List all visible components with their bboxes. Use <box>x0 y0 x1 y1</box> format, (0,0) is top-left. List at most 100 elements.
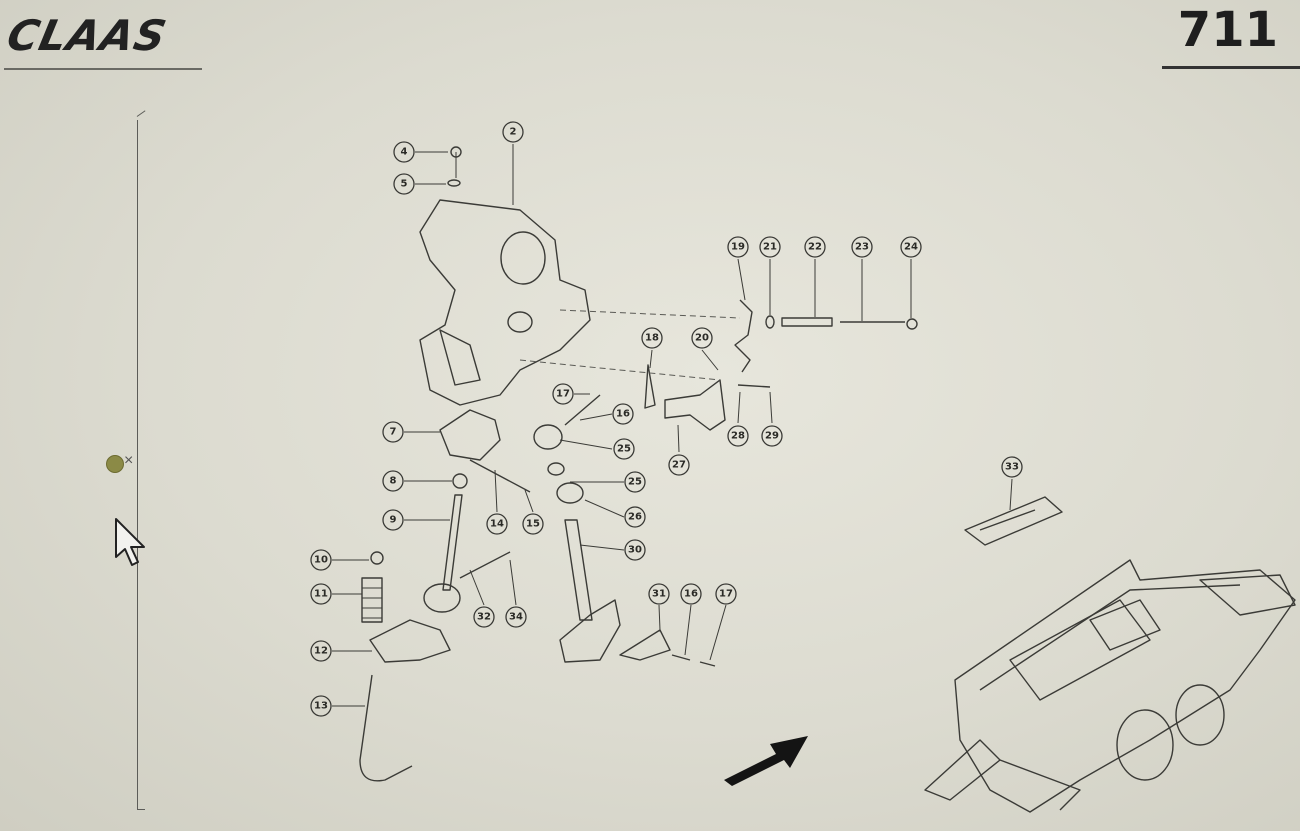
svg-text:4: 4 <box>401 147 408 158</box>
hook-rod-part <box>359 674 413 782</box>
callout-2: 2 <box>502 121 524 143</box>
left-margin-rule-end <box>137 809 145 810</box>
callout-19: 19 <box>727 236 749 258</box>
svg-text:16: 16 <box>684 589 698 600</box>
page-number-divider <box>1162 66 1300 69</box>
svg-text:23: 23 <box>855 242 869 253</box>
svg-text:28: 28 <box>731 431 745 442</box>
callout-9: 9 <box>382 509 404 531</box>
svg-text:14: 14 <box>490 519 504 530</box>
svg-text:18: 18 <box>645 333 659 344</box>
svg-text:9: 9 <box>390 515 397 526</box>
svg-text:33: 33 <box>1005 462 1019 473</box>
logo-divider <box>4 68 202 70</box>
long-lever-part <box>559 519 621 663</box>
lever-part <box>423 494 463 613</box>
svg-text:10: 10 <box>314 555 328 566</box>
pin-part <box>469 459 531 493</box>
callout-14: 14 <box>486 513 508 535</box>
svg-text:21: 21 <box>763 242 777 253</box>
baler-overview-sketch <box>924 559 1296 813</box>
alignment-line <box>559 309 741 319</box>
callout-34: 34 <box>505 606 527 628</box>
svg-text:25: 25 <box>628 477 642 488</box>
mouse-pointer-icon <box>115 518 145 566</box>
callout-12: 12 <box>310 640 332 662</box>
pin-part-17 <box>699 661 716 667</box>
pin-part-16 <box>671 654 691 661</box>
alignment-line <box>519 359 721 381</box>
clip-part <box>644 364 656 409</box>
spring-part <box>361 551 384 623</box>
bracket-part <box>369 619 451 663</box>
callout-25: 25 <box>624 471 646 493</box>
svg-text:19: 19 <box>731 242 745 253</box>
svg-text:5: 5 <box>401 179 408 190</box>
callout-10: 10 <box>310 549 332 571</box>
circle-marker-icon[interactable] <box>106 455 124 473</box>
housing-part <box>419 199 591 406</box>
svg-text:7: 7 <box>390 427 397 438</box>
callout-30: 30 <box>624 539 646 561</box>
svg-text:15: 15 <box>526 519 540 530</box>
hook-part <box>734 299 753 373</box>
callout-5: 5 <box>393 173 415 195</box>
direction-arrow-icon <box>724 736 808 786</box>
svg-text:25: 25 <box>617 444 631 455</box>
svg-text:22: 22 <box>808 242 822 253</box>
svg-text:29: 29 <box>765 431 779 442</box>
bolt-part <box>447 146 462 187</box>
callout-7: 7 <box>382 421 404 443</box>
callout-20: 20 <box>691 327 713 349</box>
callout-4: 4 <box>393 141 415 163</box>
nut-part <box>452 473 468 489</box>
callout-31: 31 <box>648 583 670 605</box>
callout-29: 29 <box>761 425 783 447</box>
svg-text:16: 16 <box>616 409 630 420</box>
page-number: 711 <box>1177 2 1278 58</box>
callout-32: 32 <box>473 606 495 628</box>
small-bolt-part <box>737 384 771 388</box>
callout-16: 16 <box>612 403 634 425</box>
svg-text:30: 30 <box>628 545 642 556</box>
plate-part <box>964 496 1063 546</box>
callout-21: 21 <box>759 236 781 258</box>
callout-28: 28 <box>727 425 749 447</box>
callout-27: 27 <box>668 454 690 476</box>
callout-13: 13 <box>310 695 332 717</box>
left-margin-rule <box>137 120 138 810</box>
svg-text:34: 34 <box>509 612 523 623</box>
callout-16: 16 <box>680 583 702 605</box>
callout-8: 8 <box>382 470 404 492</box>
callout-23: 23 <box>851 236 873 258</box>
svg-text:17: 17 <box>556 389 570 400</box>
pin-part-32 <box>459 551 511 579</box>
callout-25: 25 <box>613 438 635 460</box>
callout-15: 15 <box>522 513 544 535</box>
shaft-part <box>564 394 601 426</box>
callout-17: 17 <box>715 583 737 605</box>
callout-11: 11 <box>310 583 332 605</box>
svg-text:13: 13 <box>314 701 328 712</box>
svg-text:32: 32 <box>477 612 491 623</box>
catch-part <box>664 379 726 431</box>
svg-text:2: 2 <box>510 127 517 138</box>
leader-lines <box>332 144 1013 707</box>
latch-part <box>619 629 671 661</box>
callout-17: 17 <box>552 383 574 405</box>
callout-22: 22 <box>804 236 826 258</box>
svg-text:12: 12 <box>314 646 328 657</box>
svg-text:8: 8 <box>390 476 397 487</box>
svg-text:31: 31 <box>652 589 666 600</box>
svg-text:11: 11 <box>314 589 328 600</box>
svg-text:24: 24 <box>904 242 918 253</box>
rod-set-part <box>765 315 918 330</box>
callout-18: 18 <box>641 327 663 349</box>
close-mark-icon: × <box>124 452 134 469</box>
callout-33: 33 <box>1001 456 1023 478</box>
svg-text:26: 26 <box>628 512 642 523</box>
washer-part <box>547 462 565 476</box>
svg-text:27: 27 <box>672 460 686 471</box>
callout-26: 26 <box>624 506 646 528</box>
